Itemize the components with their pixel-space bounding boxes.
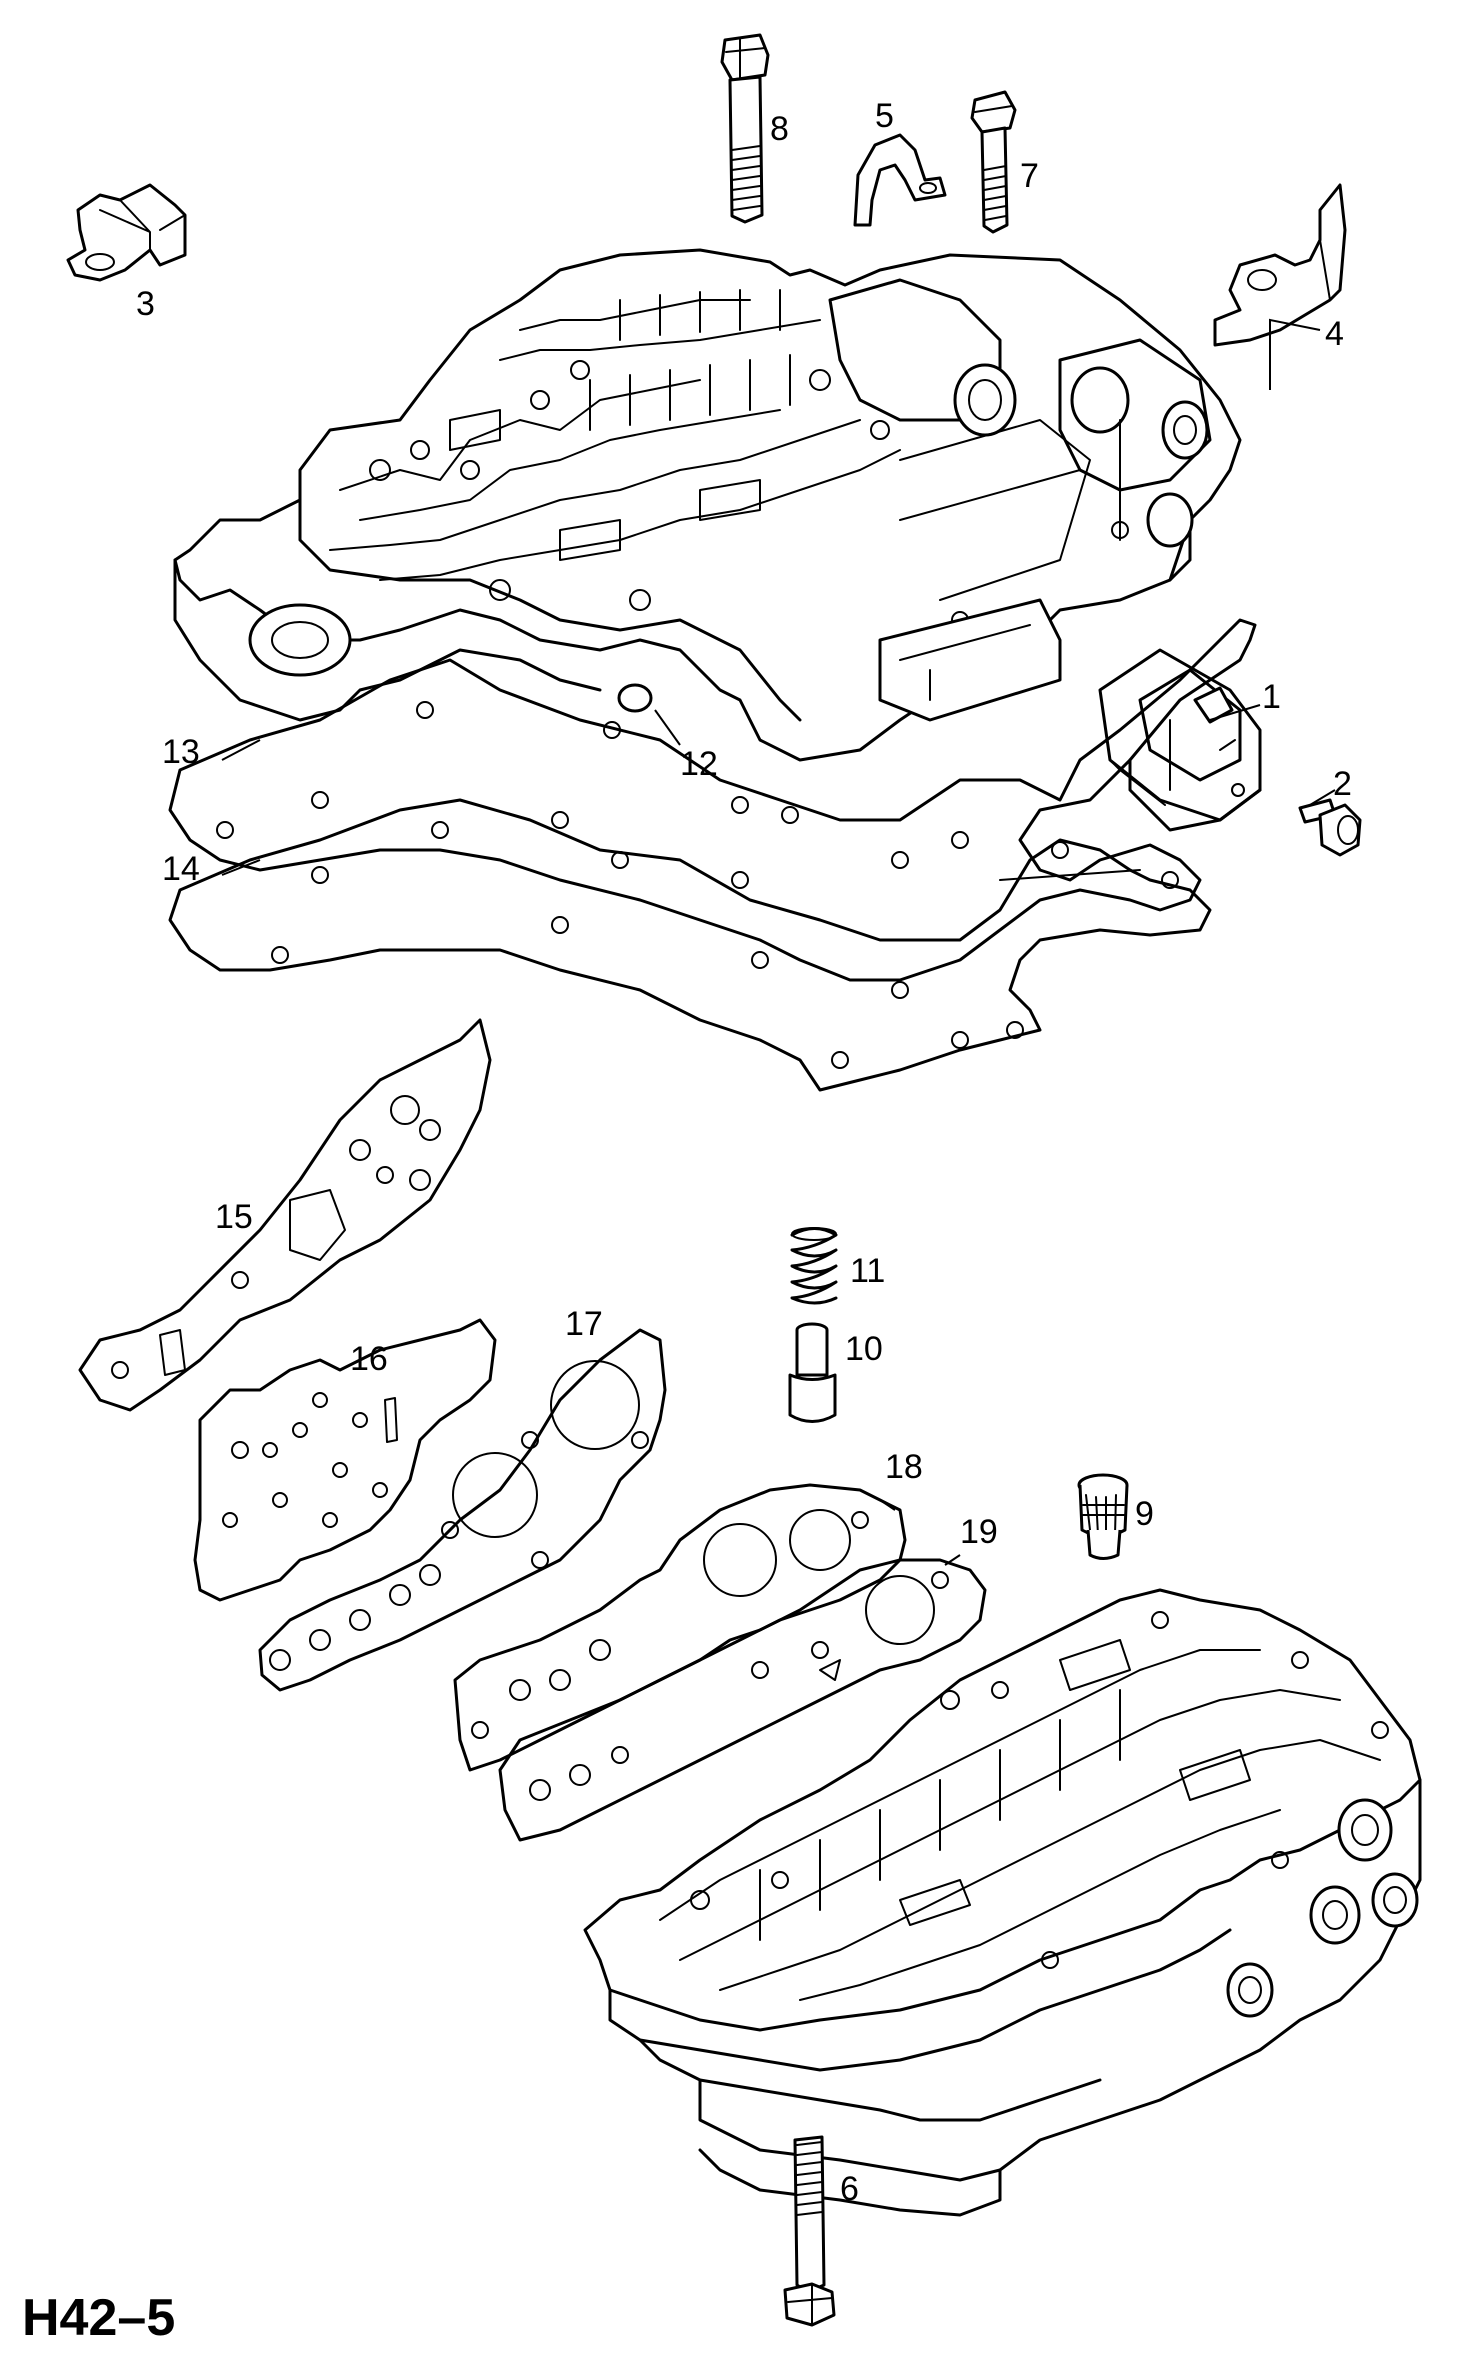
gasket-part-19 — [498, 1558, 987, 1842]
callout-16: 16 — [350, 1340, 388, 1378]
callout-19: 19 — [960, 1513, 998, 1551]
bolt-part-6 — [783, 2135, 836, 2327]
gasket-part-18 — [453, 1483, 907, 1772]
leader-lines — [221, 318, 1336, 1566]
bolt-part-8 — [720, 33, 770, 224]
callout-8: 8 — [770, 110, 789, 148]
callout-5: 5 — [875, 97, 894, 135]
callout-15: 15 — [215, 1198, 253, 1236]
callout-6: 6 — [840, 2170, 859, 2208]
gasket-part-15 — [78, 1018, 492, 1412]
valve-part-10 — [788, 1322, 837, 1423]
callout-11: 11 — [850, 1252, 885, 1290]
gasket-part-14 — [168, 798, 1212, 1092]
ball-part-12 — [617, 683, 653, 713]
upper-valve-body — [173, 248, 1242, 762]
spring-part-11 — [790, 1227, 838, 1305]
bolt-part-2 — [1298, 798, 1362, 857]
callout-12: 12 — [680, 745, 718, 783]
gasket-part-13 — [168, 618, 1257, 982]
figure-code: H42–5 — [22, 2289, 175, 2347]
gasket-part-17 — [258, 1328, 667, 1692]
filter-part-9 — [1077, 1473, 1129, 1560]
callout-7: 7 — [1020, 157, 1039, 195]
bolt-part-7 — [970, 90, 1017, 234]
callout-labels: 1 2 3 4 5 6 7 8 9 10 11 12 13 14 15 16 1… — [136, 97, 1352, 2208]
bracket-part-3 — [66, 183, 187, 282]
callout-17: 17 — [565, 1305, 603, 1343]
callout-10: 10 — [845, 1330, 883, 1368]
clip-part-5 — [853, 133, 947, 227]
callout-13: 13 — [162, 733, 200, 771]
bracket-part-4 — [1213, 183, 1347, 347]
solenoid-part-1 — [1098, 648, 1262, 832]
callout-3: 3 — [136, 285, 155, 323]
callout-9: 9 — [1135, 1495, 1154, 1533]
gasket-part-16 — [193, 1318, 497, 1602]
callout-4: 4 — [1325, 315, 1344, 353]
callout-2: 2 — [1333, 765, 1352, 803]
callout-14: 14 — [162, 850, 200, 888]
callout-1: 1 — [1262, 678, 1281, 716]
lower-valve-body — [583, 1588, 1422, 2217]
callout-18: 18 — [885, 1448, 923, 1486]
